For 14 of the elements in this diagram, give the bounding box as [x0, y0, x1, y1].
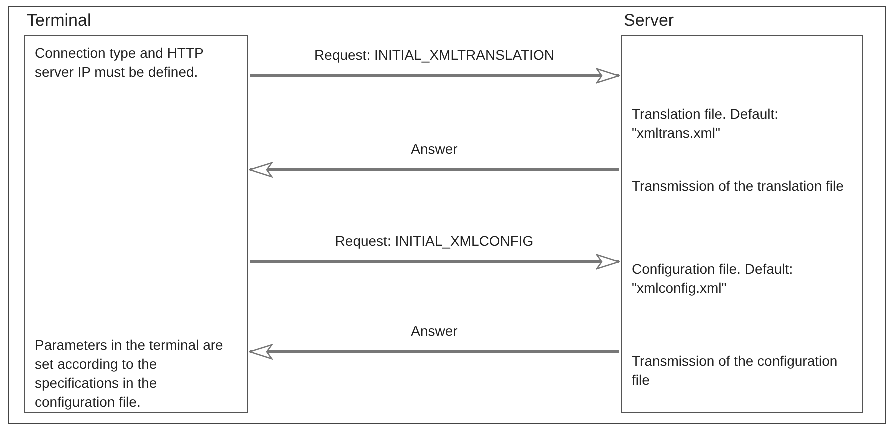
step-note: Connection type and HTTP server IP must be defined. [35, 44, 205, 82]
step-note: Parameters in the terminal are set according to the specifications in the configuration file. [35, 336, 224, 412]
message-arrow [250, 254, 620, 270]
step-note: Translation file. Default: "xmltrans.xml" [632, 105, 780, 143]
edge-label: Answer [408, 141, 461, 157]
lane-heading: Terminal [27, 11, 92, 31]
step-note: Transmission of the configuration file [632, 352, 839, 390]
step-note: Transmission of the translation file [632, 177, 845, 196]
step-note: Configuration file. Default: "xmlconfig.xml" [632, 260, 794, 298]
lane-heading: Server [624, 11, 674, 31]
message-arrow [249, 344, 619, 360]
message-arrow [249, 162, 619, 178]
edge-label: Answer [408, 323, 461, 339]
message-arrow [250, 68, 620, 84]
